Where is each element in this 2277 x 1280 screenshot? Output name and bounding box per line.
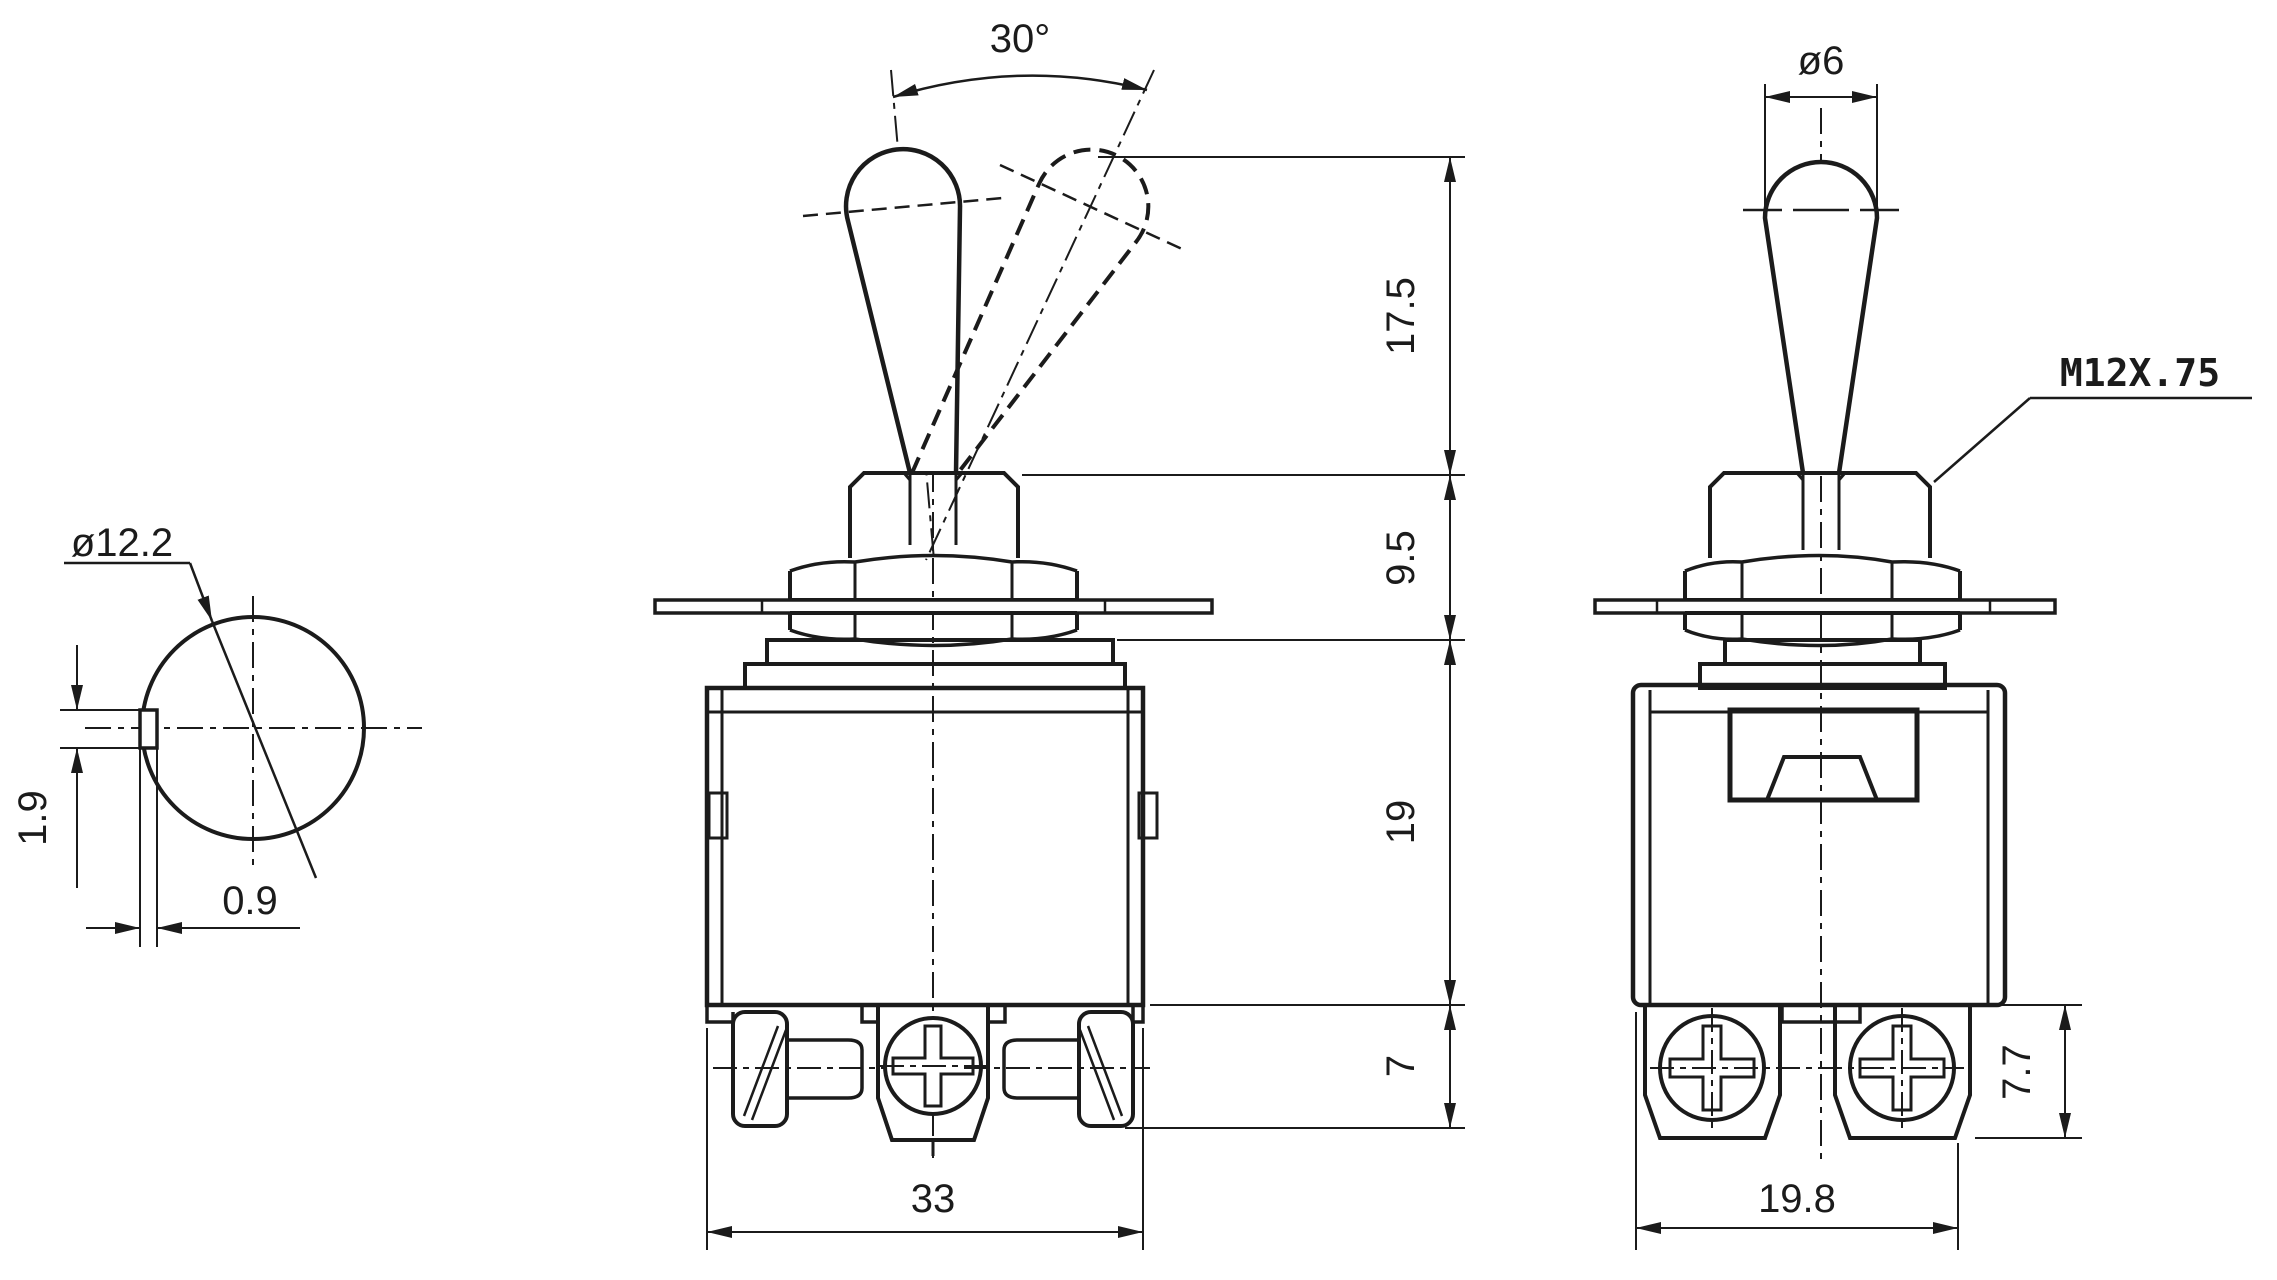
dim-label-body-width: 33 (911, 1177, 956, 1221)
body-inner-lines (707, 688, 1143, 1005)
washer-plate-notches (1655, 600, 1992, 613)
lever-centerline-thrown (925, 69, 1155, 561)
dim-label-bushing-height: 9.5 (1379, 530, 1423, 586)
bushing-slot (902, 472, 964, 545)
toggle-lever-solid (843, 146, 963, 474)
bushing (848, 471, 1020, 558)
front-view-labels: 30° 17.5 9.5 19 7 33 (911, 17, 1423, 1221)
dim-label-lever-height: 17.5 (1379, 277, 1423, 355)
flange-step-lower (1698, 662, 1947, 690)
body-inner-lines (1648, 690, 1990, 1005)
dim-label-throw-angle: 30° (990, 17, 1051, 61)
angle-arc (892, 74, 1148, 99)
bracket-trapezoid (1765, 755, 1879, 801)
dim-label-terminal-height: 7.7 (1995, 1044, 2039, 1100)
toggle-lever (1762, 159, 1880, 474)
side-view-labels: ø6 M12X.75 7.7 19.8 (1758, 39, 2220, 1221)
bracket-window (1727, 707, 1920, 803)
flange-step-upper (765, 638, 1115, 666)
leader-arrow-segment (188, 562, 214, 622)
leader-through-line (210, 620, 318, 879)
dim-label-body-width: 19.8 (1758, 1177, 1836, 1221)
toggle-lever-dashed (910, 147, 1151, 475)
key-tab (138, 708, 159, 750)
washer-plate-notches (760, 600, 1107, 613)
leader-line (1933, 397, 2031, 483)
side-view (1593, 84, 2252, 1250)
dim-label-body-height: 19 (1379, 800, 1423, 845)
dim-label-key-tab-height: 1.9 (11, 790, 55, 846)
dim-label-bushing-diameter: ø12.2 (71, 521, 173, 565)
bushing-slot (1795, 472, 1847, 550)
dim-label-thread-spec: M12X.75 (2060, 351, 2220, 395)
terminal-screw-right (964, 1010, 1150, 1128)
terminal-screw-right (1833, 1007, 1972, 1140)
switch-body (1630, 682, 2008, 1008)
dim-label-key-tab-depth: 0.9 (222, 879, 278, 923)
bottom-rim (705, 1005, 1145, 1024)
terminal-screw-left (713, 1010, 902, 1128)
phillips-cross (1668, 1024, 1756, 1112)
phillips-cross (891, 1024, 975, 1108)
front-view (653, 69, 1465, 1250)
flange-step-lower (743, 662, 1127, 690)
terminal-screw-left (1643, 1007, 1782, 1140)
terminal-screw-center (876, 1005, 990, 1156)
phillips-cross (1858, 1024, 1946, 1112)
dim-label-lever-diameter: ø6 (1798, 39, 1845, 83)
left-view-labels: ø12.2 1.9 0.9 (11, 521, 278, 923)
cap-tick-solid (802, 196, 1004, 218)
left-view (60, 561, 422, 947)
frame-tab-right (1137, 791, 1159, 840)
hex-nut-upper (1683, 553, 1962, 602)
dim-label-terminal-height: 7 (1379, 1055, 1423, 1077)
flange-step-upper (1723, 638, 1922, 666)
cap-tick-dashed (999, 163, 1183, 251)
bushing (1708, 471, 1932, 558)
frame-tab-left (707, 791, 729, 840)
switch-body (704, 685, 1146, 1008)
